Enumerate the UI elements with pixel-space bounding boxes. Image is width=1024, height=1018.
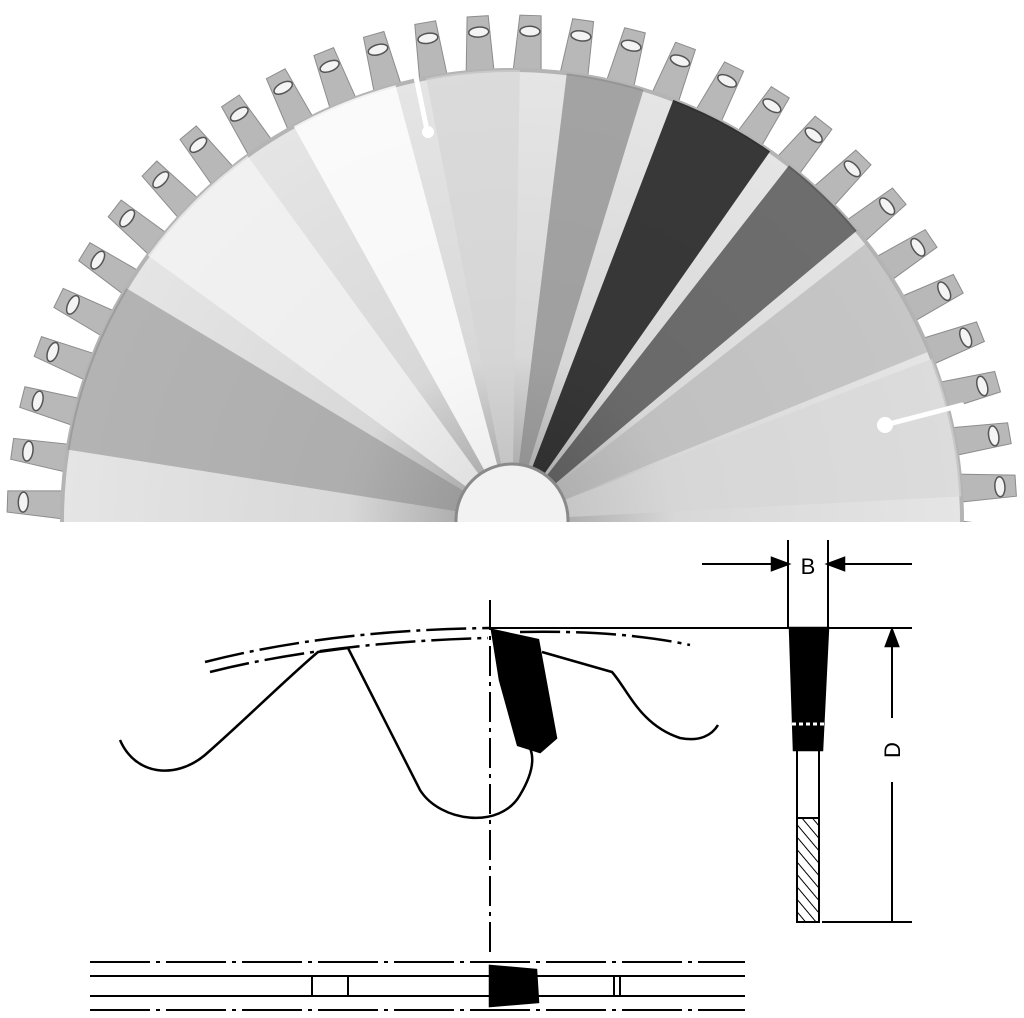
carbide-tip	[490, 628, 558, 754]
blade-tooth-tip	[669, 54, 691, 68]
plan-tooth-right	[613, 975, 621, 997]
blade-teeth	[6, 14, 1017, 548]
blade-reflection	[512, 243, 930, 520]
blade-tooth-tip	[229, 106, 249, 122]
blade-reflections	[67, 70, 962, 521]
d-arrow-head	[884, 626, 900, 648]
blade-reflection	[512, 358, 962, 520]
blade-tooth-tip	[367, 43, 389, 56]
blade-tooth-tip	[90, 250, 106, 270]
expansion-slot-top-hole	[422, 126, 434, 138]
saw-blade-photo	[6, 14, 1017, 548]
tip-circle-line-inner	[209, 636, 489, 674]
tooth-profile-drawing	[90, 540, 912, 1011]
blade-reflection	[147, 155, 512, 520]
plan-carbide-tip	[488, 964, 540, 1008]
dimension-label-b: B	[801, 554, 816, 579]
expansion-slot-right	[882, 402, 965, 428]
blade-tooth-tip	[995, 528, 1006, 548]
blade-tooth-tip	[319, 59, 340, 74]
blade-tooth-tip	[976, 375, 989, 397]
blade-tooth-tip	[620, 39, 642, 52]
b-arrow-right-head	[824, 556, 846, 572]
blade-tooth-tip	[17, 491, 30, 513]
blade-tooth-tip	[910, 237, 926, 257]
blade-tooth-tip	[717, 73, 738, 88]
left-tooth-back	[346, 647, 534, 819]
left-gullet	[118, 646, 349, 772]
blade-tooth-tip	[273, 80, 294, 95]
blade-reflection	[67, 288, 512, 520]
blade-tooth-tip	[804, 127, 823, 144]
dimension-label-d: D	[880, 742, 905, 758]
right-tooth-back	[541, 650, 720, 741]
blade-tooth-tip	[46, 341, 60, 363]
blade-tooth-tip	[937, 281, 952, 302]
blade-body-hatch	[798, 818, 818, 922]
blade-tooth-tip	[570, 30, 592, 42]
b-arrow-left-head	[770, 556, 792, 572]
blade-reflection	[293, 85, 512, 521]
blade-reflection	[512, 99, 771, 521]
expansion-slot-top	[409, 55, 431, 138]
blade-tooth-tip	[994, 475, 1006, 498]
blade-tooth-tip	[119, 209, 136, 228]
blade-reflection	[426, 70, 520, 520]
tooth-section-tip	[788, 626, 830, 752]
expansion-slot-right-hole	[877, 417, 893, 433]
blade-tooth-tip	[65, 294, 80, 315]
blade-tooth-tip	[189, 136, 208, 154]
blade-bore	[454, 462, 570, 522]
blade-tooth-tip	[843, 160, 862, 178]
blade-reflection	[512, 73, 644, 521]
blade-tooth-tip	[417, 32, 439, 45]
blade-reflection	[512, 165, 857, 520]
blade-tooth-tip	[958, 327, 973, 348]
blade-tooth-tip	[467, 26, 490, 38]
blade-tooth-tip	[22, 440, 34, 462]
plan-tooth-left	[311, 975, 349, 997]
blade-tooth	[951, 519, 973, 522]
blade-tooth-tip	[152, 170, 170, 189]
blade-tooth-tip	[762, 98, 782, 114]
blade-tooth-tip	[519, 25, 541, 38]
blade-tooth-tip	[987, 425, 1000, 447]
tip-circle-line-right	[519, 630, 691, 647]
tip-circle-line-outer	[204, 626, 491, 664]
blade-tooth-tip	[31, 390, 44, 412]
blade-tooth-tip	[878, 197, 896, 216]
